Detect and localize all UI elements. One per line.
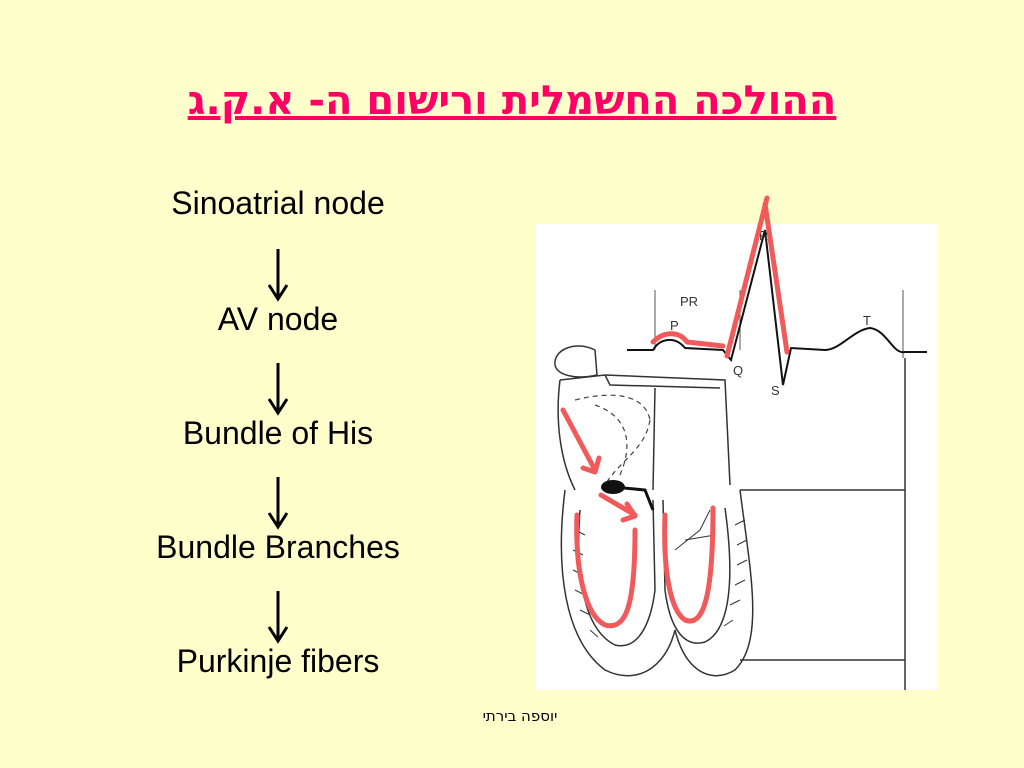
heart-outline xyxy=(554,345,906,690)
ecg-label-r: R xyxy=(759,228,768,243)
ecg-label-q: Q xyxy=(733,363,743,378)
step-av-node: AV node xyxy=(217,301,339,337)
down-arrow-icon xyxy=(267,249,289,302)
ecg-label-t: T xyxy=(863,313,871,328)
footer-author: יוספה בירתי xyxy=(482,707,558,725)
ecg-label-pr: PR xyxy=(680,294,698,309)
internal-paths xyxy=(574,394,651,486)
ecg-label-s: S xyxy=(771,383,780,398)
down-arrow-icon xyxy=(267,591,289,644)
ecg-trace xyxy=(627,229,927,386)
step-sinoatrial-node: Sinoatrial node xyxy=(171,185,385,221)
conduction-highlight xyxy=(560,195,790,629)
step-bundle-branches: Bundle Branches xyxy=(156,529,400,565)
heart-ecg-diagram: PR P R Q S T xyxy=(535,195,937,690)
slide-title: ההולכה החשמלית ורישום ה- א.ק.ג xyxy=(187,78,837,124)
down-arrow-icon xyxy=(267,477,289,530)
down-arrow-icon xyxy=(267,363,289,416)
step-bundle-of-his: Bundle of His xyxy=(182,415,374,451)
bundle-of-his xyxy=(612,485,655,511)
ecg-label-p: P xyxy=(670,318,679,333)
step-purkinje-fibers: Purkinje fibers xyxy=(176,643,380,679)
diagram-background xyxy=(535,224,937,690)
